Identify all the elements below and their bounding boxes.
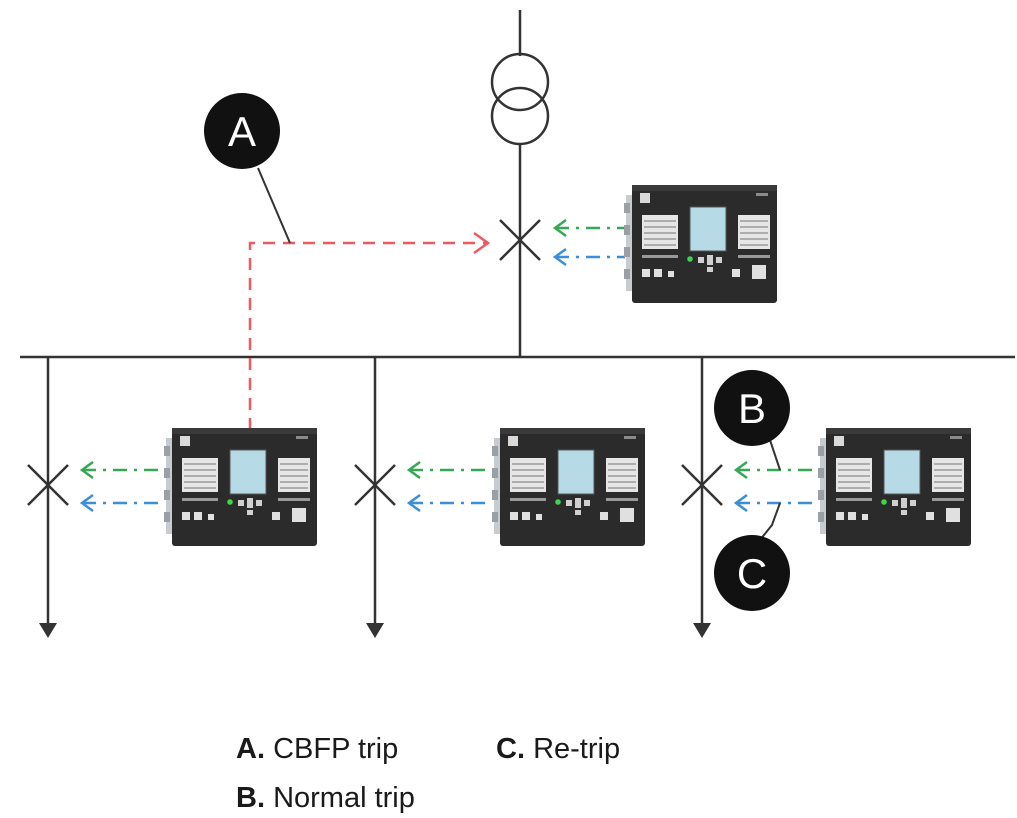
feeder-3 xyxy=(680,357,724,638)
incomer-re-trip-arrow xyxy=(552,247,625,267)
legend-item-cbfp-trip: A. CBFP trip xyxy=(236,733,398,766)
callout-badge-a: A xyxy=(204,93,280,169)
legend-label: Normal trip xyxy=(273,782,415,814)
legend-label: Re-trip xyxy=(533,733,621,765)
transformer-symbol xyxy=(490,52,550,146)
legend-key: B. xyxy=(236,782,265,814)
legend-label: CBFP trip xyxy=(273,733,399,765)
incomer-protection-relay xyxy=(623,184,778,304)
callout-c-leader xyxy=(759,502,781,541)
callout-badge-c-letter: C xyxy=(737,550,767,597)
cbfp-trip-path xyxy=(248,231,491,430)
callout-a-leader xyxy=(257,167,291,244)
feeder-3-re-trip-arrow xyxy=(733,493,815,513)
feeder-2-re-trip-arrow xyxy=(406,493,488,513)
feeder-1-normal-trip-arrow xyxy=(79,460,160,480)
feeder-1 xyxy=(26,357,70,638)
feeder-3-protection-relay xyxy=(817,427,972,547)
incomer-normal-trip-arrow xyxy=(552,218,625,238)
single-line-diagram: A B C xyxy=(20,10,1015,638)
callout-badge-b: B xyxy=(714,370,790,446)
legend-key: A. xyxy=(236,733,265,765)
feeder-3-normal-trip-arrow xyxy=(733,460,815,480)
callout-badge-a-letter: A xyxy=(228,108,256,155)
feeder-2 xyxy=(353,357,397,638)
legend-item-re-trip: C. Re-trip xyxy=(496,733,620,766)
legend-item-normal-trip: B. Normal trip xyxy=(236,782,415,815)
callout-badge-b-letter: B xyxy=(738,385,766,432)
feeder-1-re-trip-arrow xyxy=(79,493,160,513)
callout-badge-c: C xyxy=(714,535,790,611)
feeder-2-protection-relay xyxy=(491,427,646,547)
legend-key: C. xyxy=(496,733,525,765)
feeder-2-normal-trip-arrow xyxy=(406,460,488,480)
feeder-1-protection-relay xyxy=(163,427,318,547)
